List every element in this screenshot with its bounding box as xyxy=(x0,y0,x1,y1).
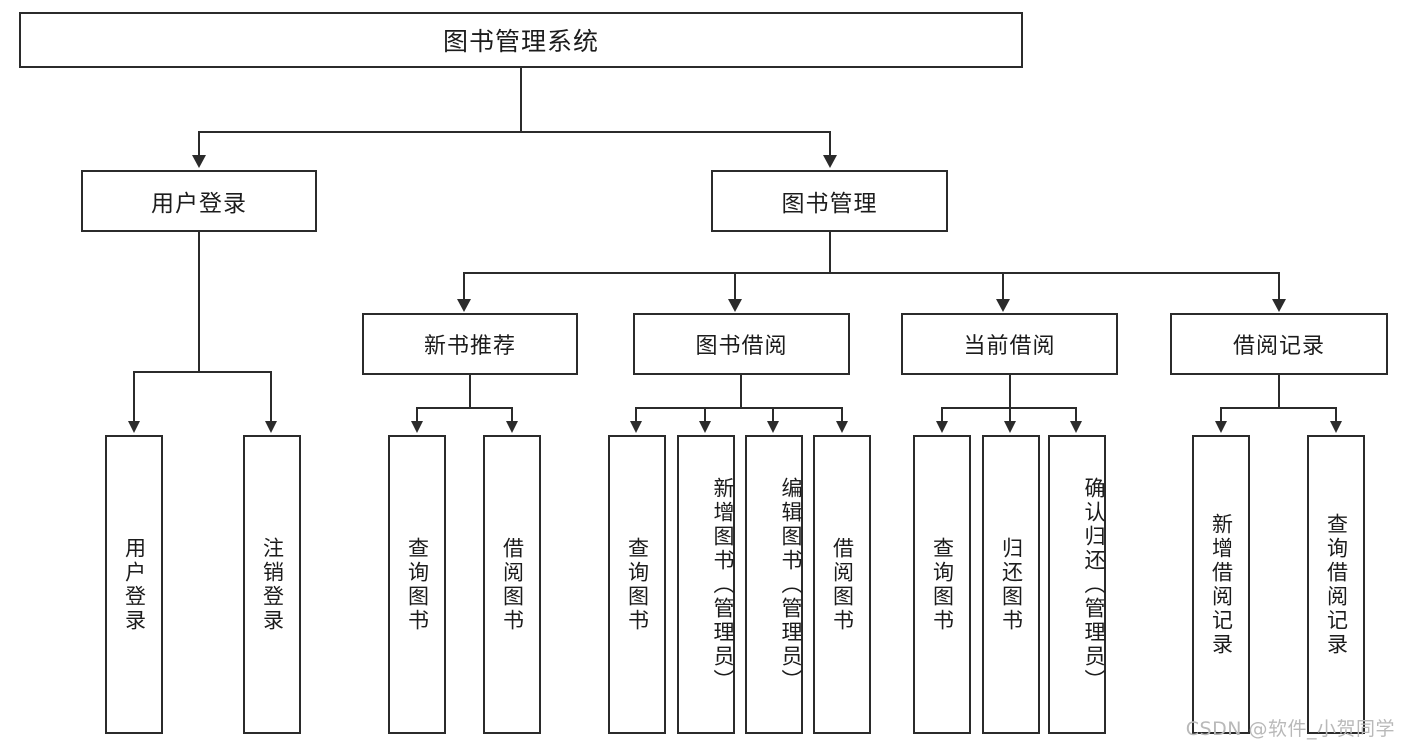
arrow-new-book-recommend-leaf-1 xyxy=(411,421,423,433)
connector-book-borrow-drop-1 xyxy=(635,407,637,423)
connector-borrow-record-drop-2 xyxy=(1335,407,1337,423)
arrow-book-borrow-leaf-1 xyxy=(630,421,642,433)
arrow-book-manage-to-new-book-recommend xyxy=(457,299,471,312)
leaf-edit-book[interactable]: 编辑图书（管理员） xyxy=(745,435,803,734)
leaf-borrow-book-1[interactable]: 借阅图书 xyxy=(483,435,541,734)
connector-user-login-drop-1 xyxy=(133,371,135,423)
connector-current-borrow-trunk xyxy=(1009,375,1011,407)
leaf-label: 查询图书 xyxy=(625,536,650,633)
leaf-confirm-return[interactable]: 确认归还（管理员） xyxy=(1048,435,1106,734)
connector-book-borrow-drop-4 xyxy=(841,407,843,423)
connector-book-manage-bus xyxy=(463,272,1279,274)
leaf-query-book-2[interactable]: 查询图书 xyxy=(608,435,666,734)
node-label: 图书借阅 xyxy=(695,334,788,359)
arrow-book-borrow-leaf-2 xyxy=(699,421,711,433)
arrow-borrow-record-leaf-1 xyxy=(1215,421,1227,433)
connector-book-manage-drop-3 xyxy=(1002,272,1004,301)
arrow-root-to-user-login xyxy=(192,155,206,168)
leaf-label: 查询图书 xyxy=(930,536,955,633)
connector-user-login-trunk xyxy=(198,232,200,371)
connector-book-borrow-drop-2 xyxy=(704,407,706,423)
arrow-book-manage-to-book-borrow xyxy=(728,299,742,312)
leaf-query-book-3[interactable]: 查询图书 xyxy=(913,435,971,734)
connector-current-borrow-drop-2 xyxy=(1009,407,1011,423)
connector-book-borrow-bus xyxy=(635,407,843,409)
leaf-return-book[interactable]: 归还图书 xyxy=(982,435,1040,734)
leaf-label: 确认归还（管理员） xyxy=(1082,476,1106,693)
connector-book-borrow-trunk xyxy=(740,375,742,407)
node-root-book-management-system[interactable]: 图书管理系统 xyxy=(19,12,1023,68)
connector-new-book-recommend-bus xyxy=(416,407,513,409)
leaf-query-book-1[interactable]: 查询图书 xyxy=(388,435,446,734)
arrow-current-borrow-leaf-2 xyxy=(1004,421,1016,433)
leaf-label: 借阅图书 xyxy=(500,536,525,633)
connector-book-borrow-drop-3 xyxy=(772,407,774,423)
arrow-current-borrow-leaf-3 xyxy=(1070,421,1082,433)
leaf-label: 用户登录 xyxy=(122,536,147,633)
node-label: 图书管理 xyxy=(781,191,878,217)
arrow-new-book-recommend-leaf-2 xyxy=(506,421,518,433)
connector-current-borrow-drop-3 xyxy=(1075,407,1077,423)
node-label: 当前借阅 xyxy=(963,334,1056,359)
connector-root-bus xyxy=(198,131,831,133)
arrow-book-manage-to-borrow-record xyxy=(1272,299,1286,312)
connector-root-trunk xyxy=(520,68,522,131)
connector-new-book-recommend-drop-1 xyxy=(416,407,418,423)
connector-borrow-record-trunk xyxy=(1278,375,1280,407)
connector-book-manage-trunk xyxy=(829,232,831,272)
leaf-add-book[interactable]: 新增图书（管理员） xyxy=(677,435,735,734)
connector-book-manage-drop-1 xyxy=(463,272,465,301)
leaf-label: 查询借阅记录 xyxy=(1324,512,1349,657)
node-user-login[interactable]: 用户登录 xyxy=(81,170,317,232)
leaf-user-login[interactable]: 用户登录 xyxy=(105,435,163,734)
connector-user-login-drop-2 xyxy=(270,371,272,423)
node-borrow-record[interactable]: 借阅记录 xyxy=(1170,313,1388,375)
node-book-borrow[interactable]: 图书借阅 xyxy=(633,313,850,375)
node-current-borrow[interactable]: 当前借阅 xyxy=(901,313,1118,375)
leaf-label: 新增借阅记录 xyxy=(1209,512,1234,657)
arrow-book-borrow-leaf-4 xyxy=(836,421,848,433)
connector-borrow-record-bus xyxy=(1220,407,1337,409)
node-label: 图书管理系统 xyxy=(442,27,599,56)
connector-new-book-recommend-drop-2 xyxy=(511,407,513,423)
arrow-book-borrow-leaf-3 xyxy=(767,421,779,433)
arrow-borrow-record-leaf-2 xyxy=(1330,421,1342,433)
node-book-manage[interactable]: 图书管理 xyxy=(711,170,948,232)
node-new-book-recommend[interactable]: 新书推荐 xyxy=(362,313,578,375)
arrow-user-login-leaf-1 xyxy=(128,421,140,433)
node-label: 用户登录 xyxy=(151,191,247,217)
leaf-label: 注销登录 xyxy=(260,536,285,633)
leaf-label: 编辑图书（管理员） xyxy=(779,476,803,693)
connector-book-manage-drop-2 xyxy=(734,272,736,301)
connector-book-manage-drop-4 xyxy=(1278,272,1280,301)
arrow-root-to-book-manage xyxy=(823,155,837,168)
leaf-borrow-book-2[interactable]: 借阅图书 xyxy=(813,435,871,734)
leaf-logout[interactable]: 注销登录 xyxy=(243,435,301,734)
leaf-label: 新增图书（管理员） xyxy=(711,476,735,693)
connector-current-borrow-drop-1 xyxy=(941,407,943,423)
connector-new-book-recommend-trunk xyxy=(469,375,471,407)
connector-user-login-bus xyxy=(133,371,272,373)
arrow-user-login-leaf-2 xyxy=(265,421,277,433)
node-label: 新书推荐 xyxy=(423,334,516,359)
arrow-current-borrow-leaf-1 xyxy=(936,421,948,433)
leaf-query-record[interactable]: 查询借阅记录 xyxy=(1307,435,1365,734)
arrow-book-manage-to-current-borrow xyxy=(996,299,1010,312)
connector-root-to-user-login xyxy=(198,131,200,157)
leaf-label: 查询图书 xyxy=(405,536,430,633)
connector-borrow-record-drop-1 xyxy=(1220,407,1222,423)
leaf-label: 归还图书 xyxy=(999,536,1024,633)
connector-root-to-book-manage xyxy=(829,131,831,157)
leaf-label: 借阅图书 xyxy=(830,536,855,633)
leaf-add-record[interactable]: 新增借阅记录 xyxy=(1192,435,1250,734)
watermark: CSDN @软件_小贺同学 xyxy=(1185,718,1395,740)
node-label: 借阅记录 xyxy=(1232,334,1325,359)
